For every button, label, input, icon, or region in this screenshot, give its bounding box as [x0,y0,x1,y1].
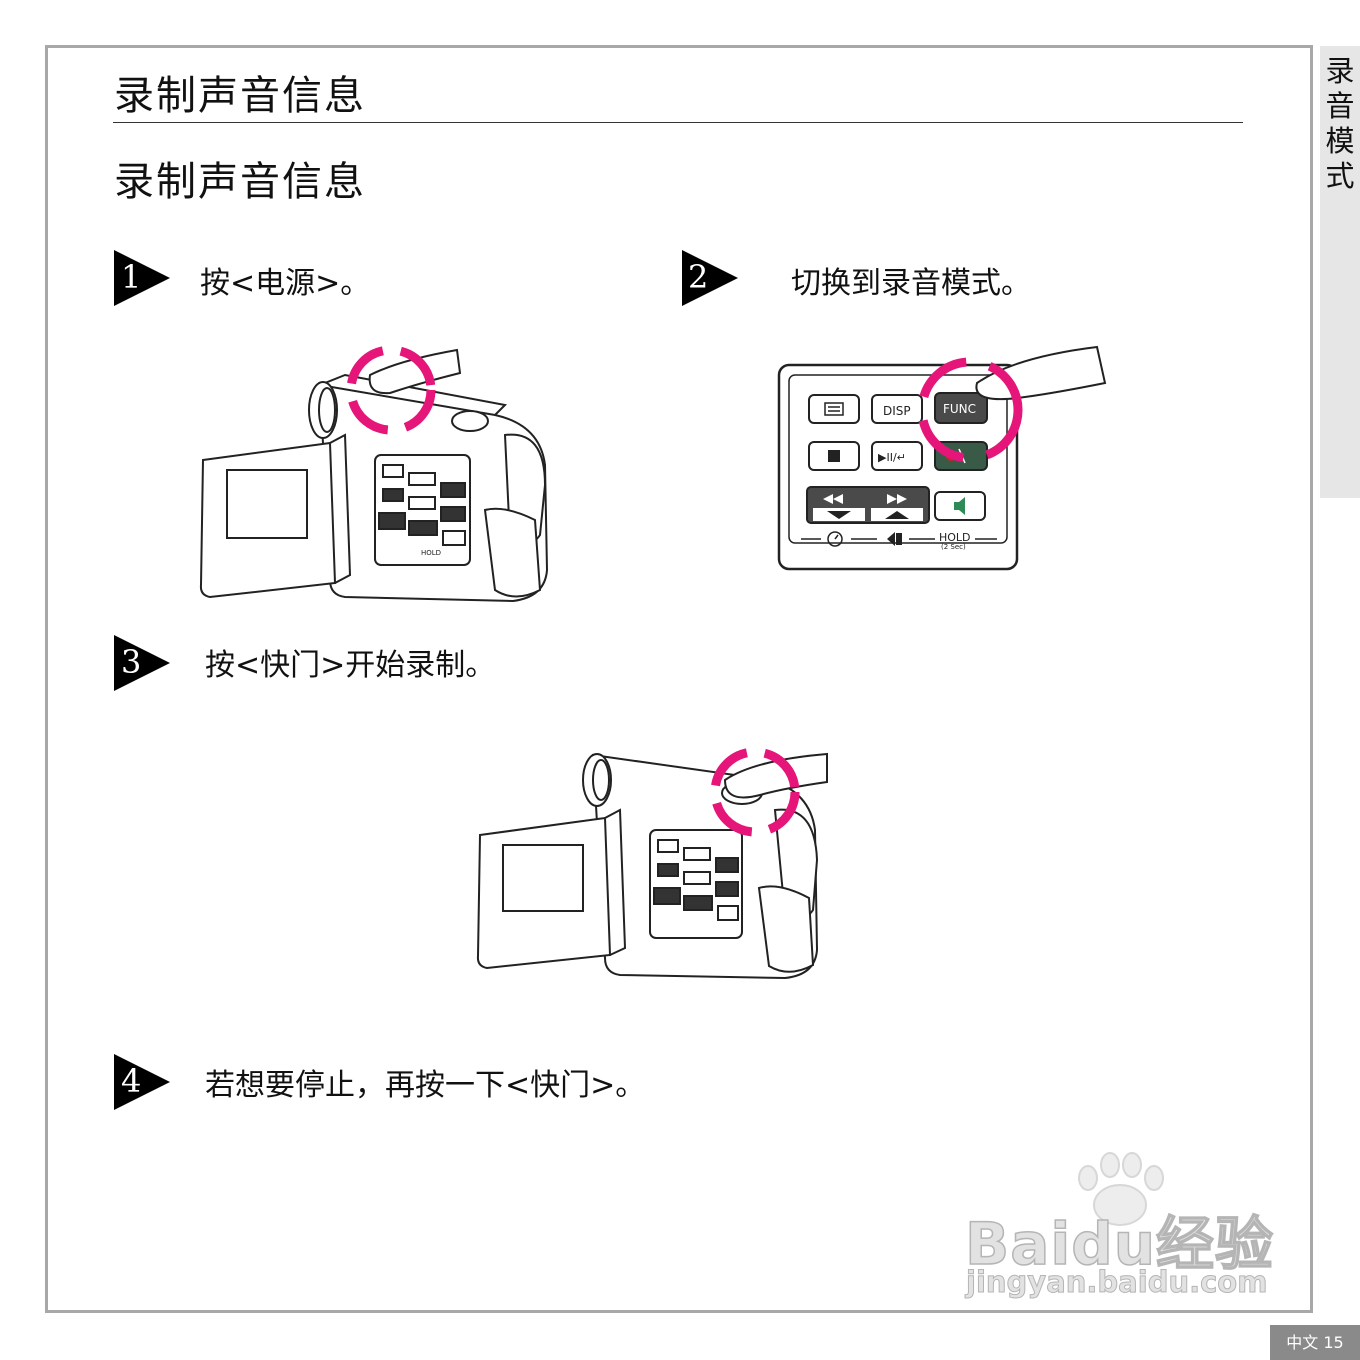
side-tab [1320,46,1360,498]
step-2-number: 2 [688,258,708,296]
hold-label: HOLD [939,531,971,544]
section-title: 录制声音信息 [114,73,366,119]
step-3-marker: 3 [114,635,170,691]
step-1-marker: 1 [114,250,170,306]
svg-text:HOLD: HOLD [421,549,441,557]
title-divider [113,122,1243,123]
page-frame [45,45,1313,1313]
step-2-text: 切换到录音模式。 [791,266,1031,301]
disp-label: DISP [883,404,911,418]
step-1-number: 1 [121,258,141,296]
page-number-badge: 中文 15 [1270,1325,1360,1360]
step-2-marker: 2 [682,250,738,306]
control-panel-illustration: DISP FUNC ▶II/↵ HOLD (2 Sec) [777,345,1107,571]
hold-sublabel: (2 Sec) [941,543,966,551]
step-4-text: 若想要停止，再按一下<快门>。 [205,1068,646,1103]
watermark-url: jingyan.baidu.com [965,1265,1268,1300]
step-3-number: 3 [121,643,141,681]
camcorder-power-illustration: HOLD [199,345,549,603]
subsection-title: 录制声音信息 [114,159,366,205]
func-label: FUNC [943,402,976,416]
step-4-number: 4 [121,1062,141,1100]
step-3-text: 按<快门>开始录制。 [205,648,496,683]
step-4-marker: 4 [114,1054,170,1110]
camcorder-shutter-illustration [476,747,828,980]
watermark-brand: Baidu经验 [964,1209,1275,1279]
side-tab-label: 录 音 模 式 [1325,54,1355,193]
watermark-paw-icon [1078,1152,1164,1226]
play-pause-label: ▶II/↵ [878,451,906,464]
step-1-text: 按<电源>。 [200,266,371,301]
